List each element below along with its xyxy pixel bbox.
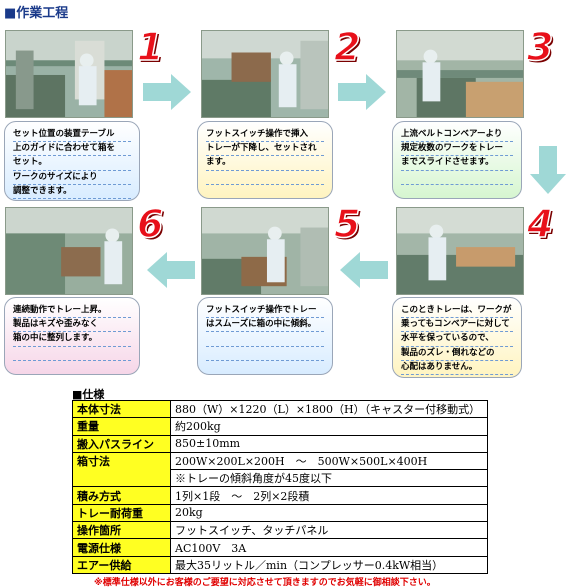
spec-value: 20kg: [170, 503, 488, 523]
note-line: ワークのサイズにより: [13, 171, 131, 185]
note-line: セット位置の装置テーブル: [13, 128, 131, 143]
note-line: 調整できます。: [13, 185, 131, 199]
note-line: フットスイッチ操作でトレー: [206, 304, 324, 319]
step-5-number: 5: [333, 202, 361, 246]
note-line: 上のガイドに合わせて箱を: [13, 142, 131, 157]
step-5-photo: [201, 207, 329, 295]
spec-value: 最大35リットル／min（コンプレッサー0.4kW相当）: [170, 555, 488, 574]
table-row: 電源仕様 AC100V 3A: [72, 538, 488, 557]
note-line: 箱の中に整列します。: [13, 332, 131, 347]
arrow-down: [530, 146, 566, 194]
note-line: 心配はありません。: [401, 361, 513, 375]
note-line: 上流ベルトコンベアーより: [401, 128, 513, 143]
table-row: 箱寸法 200W×200L×200H ～ 500W×500L×400H: [72, 451, 488, 488]
step-6-note: 連続動作でトレー上昇。 製品はキズや歪みなく 箱の中に整列します。: [4, 297, 140, 375]
spec-key: 本体寸法: [72, 399, 171, 419]
step-2-number: 2: [333, 25, 361, 69]
note-line: [206, 332, 324, 347]
step-3-note: 上流ベルトコンベアーより 規定枚数のワークをトレー までスライドさせます。: [392, 121, 522, 199]
spec-footnote: ※標準仕様以外にお客様のご要望に対応させて頂きますのでお気軽に御相談下さい。: [94, 578, 436, 587]
note-line: 規定枚数のワークをトレー: [401, 142, 513, 157]
spec-value: フットスイッチ、タッチパネル: [170, 521, 488, 540]
note-line: トレーが下降し、セットされ: [206, 142, 324, 157]
note-line: 連続動作でトレー上昇。: [13, 304, 131, 319]
spec-key: 搬入パスライン: [72, 434, 171, 453]
arrow-left-1: [147, 252, 195, 288]
table-row: 操作箇所 フットスイッチ、タッチパネル: [72, 521, 488, 540]
note-line: 製品のズレ・倒れなどの: [401, 347, 513, 361]
arrow-right-2: [338, 74, 386, 110]
step-2-photo: [201, 30, 329, 118]
table-row: 積み方式 1列×1段 ～ 2列×2段積: [72, 486, 488, 505]
spec-key: エアー供給: [72, 555, 171, 574]
spec-value: AC100V 3A: [170, 538, 488, 557]
step-3-photo: [396, 30, 524, 118]
note-line: ます。: [206, 156, 324, 171]
spec-value: 約200kg: [170, 417, 488, 436]
table-row: 搬入パスライン 850±10mm: [72, 434, 488, 453]
note-line: までスライドさせます。: [401, 156, 513, 171]
section-heading: ■作業工程: [4, 6, 69, 21]
arrow-right-1: [143, 74, 191, 110]
spec-value: 850±10mm: [170, 434, 488, 453]
spec-key: トレー耐荷重: [72, 503, 171, 523]
spec-key: 操作箇所: [72, 521, 171, 540]
table-row: 重量 約200kg: [72, 417, 488, 436]
note-line: セット。: [13, 156, 131, 171]
note-line: [13, 347, 131, 361]
spec-value: 880（W）×1220（L）×1800（H）（キャスター付移動式）: [170, 399, 488, 419]
step-6-number: 6: [136, 202, 164, 246]
note-line: 水平を保っているので、: [401, 332, 513, 347]
spec-value: 200W×200L×200H ～ 500W×500L×400H: [170, 451, 488, 471]
note-line: 製品はキズや歪みなく: [13, 318, 131, 333]
spec-table: 本体寸法 880（W）×1220（L）×1800（H）（キャスター付移動式） 重…: [72, 399, 488, 574]
note-line: はスムーズに箱の中に傾斜。: [206, 318, 324, 333]
note-line: このときトレーは、ワークが: [401, 304, 513, 319]
step-1-photo: [5, 30, 133, 118]
step-3-number: 3: [526, 25, 554, 69]
table-row: トレー耐荷重 20kg: [72, 503, 488, 523]
step-2-note: フットスイッチ操作で挿入 トレーが下降し、セットされ ます。: [197, 121, 333, 199]
step-4-note: このときトレーは、ワークが 乗ってもコンベアーに対して 水平を保っているので、 …: [392, 297, 522, 378]
spec-title: ■仕様: [72, 388, 105, 401]
note-line: フットスイッチ操作で挿入: [206, 128, 324, 143]
step-1-note: セット位置の装置テーブル 上のガイドに合わせて箱を セット。 ワークのサイズによ…: [4, 121, 140, 201]
step-5-note: フットスイッチ操作でトレー はスムーズに箱の中に傾斜。: [197, 297, 333, 375]
spec-value: ※トレーの傾斜角度が45度以下: [170, 469, 488, 488]
spec-value: 1列×1段 ～ 2列×2段積: [170, 486, 488, 505]
note-line: [206, 171, 324, 185]
note-line: 乗ってもコンベアーに対して: [401, 318, 513, 333]
arrow-left-2: [340, 252, 388, 288]
table-row: 本体寸法 880（W）×1220（L）×1800（H）（キャスター付移動式）: [72, 399, 488, 419]
spec-key: 積み方式: [72, 486, 171, 505]
note-line: [401, 171, 513, 185]
spec-key: 電源仕様: [72, 538, 171, 557]
spec-key: 箱寸法: [72, 451, 171, 488]
step-6-photo: [5, 207, 133, 295]
spec-key: 重量: [72, 417, 171, 436]
table-row: エアー供給 最大35リットル／min（コンプレッサー0.4kW相当）: [72, 555, 488, 574]
step-1-number: 1: [136, 25, 164, 69]
step-4-photo: [396, 207, 524, 295]
note-line: [206, 347, 324, 361]
step-4-number: 4: [526, 202, 554, 246]
